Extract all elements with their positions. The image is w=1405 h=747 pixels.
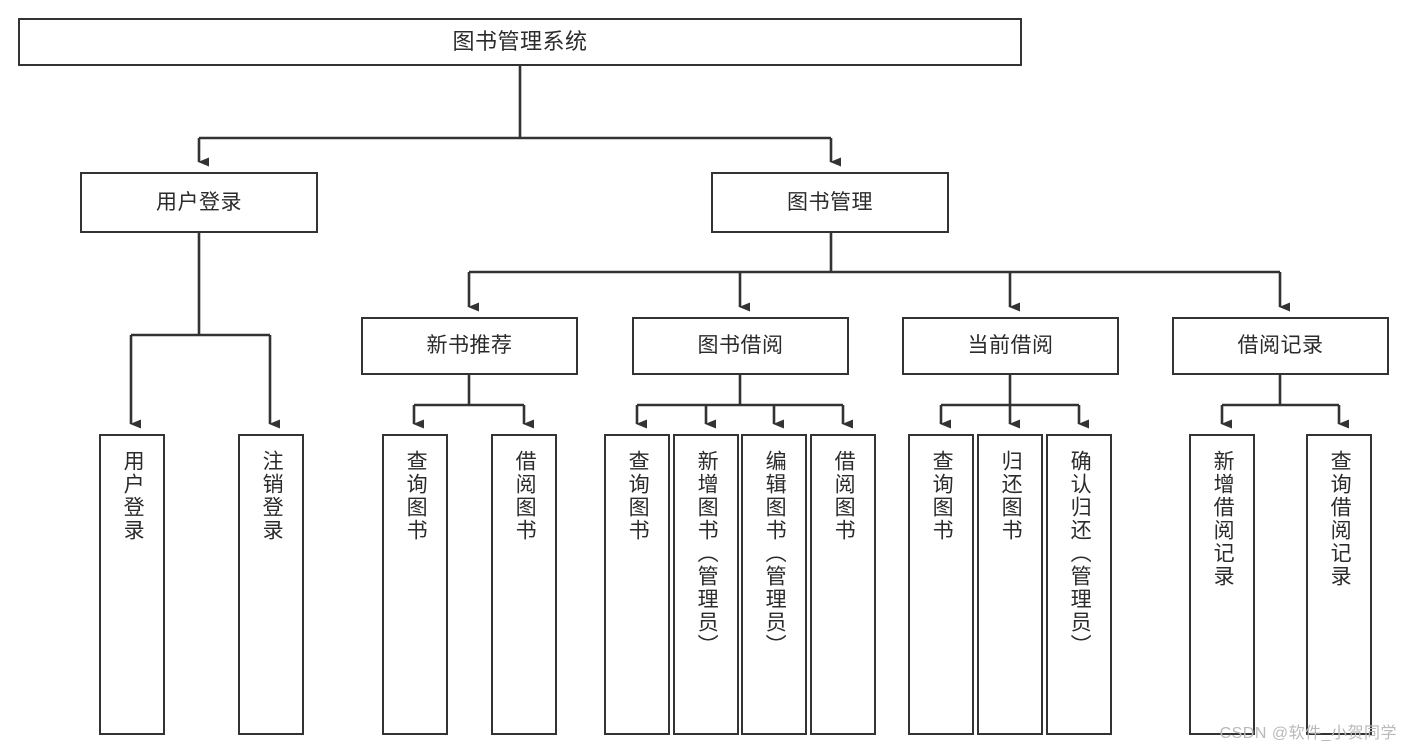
node-leaf-edit-book-label: 编辑图书（管理员） [763,450,787,657]
node-leaf-query-book-1[interactable]: 查询图书 [382,434,448,735]
node-user-login[interactable]: 用户登录 [80,172,318,233]
node-leaf-logout-login[interactable]: 注销登录 [238,434,304,735]
node-leaf-borrow-book-1[interactable]: 借阅图书 [491,434,557,735]
node-leaf-confirm-return[interactable]: 确认归还（管理员） [1046,434,1112,735]
node-user-login-label: 用户登录 [156,190,242,214]
node-leaf-query-borrow-record[interactable]: 查询借阅记录 [1306,434,1372,735]
node-leaf-add-book[interactable]: 新增图书（管理员） [673,434,739,735]
node-leaf-borrow-book-2-label: 借阅图书 [832,450,856,542]
node-leaf-logout-login-label: 注销登录 [260,450,284,542]
node-book-manage[interactable]: 图书管理 [711,172,949,233]
node-borrow-record-label: 借阅记录 [1237,334,1324,358]
node-leaf-borrow-book-2[interactable]: 借阅图书 [810,434,876,735]
node-leaf-query-book-3-label: 查询图书 [930,450,954,542]
node-leaf-query-book-2-label: 查询图书 [626,450,650,542]
node-leaf-return-book[interactable]: 归还图书 [977,434,1043,735]
node-leaf-query-book-1-label: 查询图书 [404,450,428,542]
node-leaf-return-book-label: 归还图书 [999,450,1023,542]
node-leaf-query-book-3[interactable]: 查询图书 [908,434,974,735]
node-root[interactable]: 图书管理系统 [18,18,1022,66]
node-leaf-edit-book[interactable]: 编辑图书（管理员） [741,434,807,735]
node-leaf-user-login[interactable]: 用户登录 [99,434,165,735]
node-leaf-add-borrow-record-label: 新增借阅记录 [1211,450,1235,588]
node-book-manage-label: 图书管理 [787,190,873,214]
node-leaf-confirm-return-label: 确认归还（管理员） [1068,450,1092,657]
node-book-borrow[interactable]: 图书借阅 [632,317,849,375]
node-leaf-borrow-book-1-label: 借阅图书 [513,450,537,542]
node-current-borrow[interactable]: 当前借阅 [902,317,1119,375]
node-root-label: 图书管理系统 [452,28,588,54]
node-leaf-query-book-2[interactable]: 查询图书 [604,434,670,735]
node-leaf-user-login-label: 用户登录 [121,450,145,542]
node-new-book-recommend[interactable]: 新书推荐 [361,317,578,375]
watermark: CSDN @软件_小贺同学 [1219,725,1397,742]
node-current-borrow-label: 当前借阅 [967,334,1054,358]
node-borrow-record[interactable]: 借阅记录 [1172,317,1389,375]
node-new-book-recommend-label: 新书推荐 [426,334,513,358]
node-leaf-add-book-label: 新增图书（管理员） [695,450,719,657]
node-leaf-query-borrow-record-label: 查询借阅记录 [1328,450,1352,588]
node-leaf-add-borrow-record[interactable]: 新增借阅记录 [1189,434,1255,735]
node-book-borrow-label: 图书借阅 [697,334,784,358]
